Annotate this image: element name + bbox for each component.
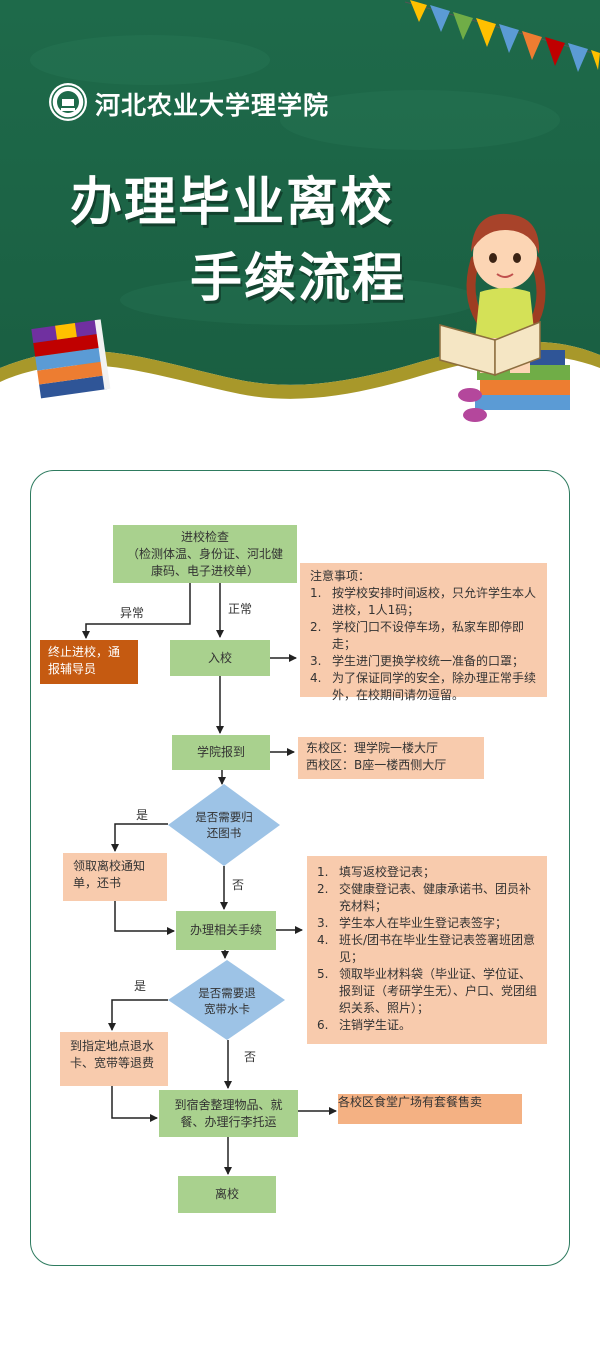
- list-item: 3.学生本人在毕业生登记表签字；: [317, 916, 508, 930]
- list-item: 4.为了保证同学的安全，除办理正常手续外，在校期间请勿逗留。: [310, 671, 537, 702]
- list-item: 1.按学校安排时间返校，只允许学生本人进校，1人1码；: [310, 586, 537, 617]
- entry-check-box: 进校检查 （检测体温、身份证、河北健康码、电子进校单）: [113, 525, 297, 583]
- yes-label-cards: 是: [134, 979, 147, 993]
- procedures-box: 办理相关手续: [176, 911, 276, 950]
- list-item: 6.注销学生证。: [317, 1018, 412, 1032]
- normal-label: 正常: [228, 602, 253, 616]
- enter-box: 入校: [170, 640, 270, 676]
- entry-check-detail: （检测体温、身份证、河北健康码、电子进校单）: [126, 546, 283, 578]
- list-item: 5.领取毕业材料袋（毕业证、学位证、报到证（考研学生无）、户口、党团组织关系、照…: [317, 967, 538, 1015]
- notes-box: 注意事项： 1.按学校安排时间返校，只允许学生本人进校，1人1码； 2.学校门口…: [300, 563, 547, 702]
- notes-list: 1.按学校安排时间返校，只允许学生本人进校，1人1码； 2.学校门口不设停车场，…: [310, 585, 537, 704]
- girl-reading-illustration: [439, 213, 570, 422]
- refund-box: 到指定地点退水卡、宽带等退费: [60, 1032, 168, 1086]
- no-label-books: 否: [232, 878, 245, 892]
- page-title-line1: 办理毕业离校: [70, 173, 395, 233]
- report-location-box: 东校区：理学院一楼大厅 西校区：B座一楼西侧大厅: [298, 737, 484, 779]
- decision-diamond-books: [168, 784, 280, 866]
- procedures-list-box: 1.填写返校登记表； 2.交健康登记表、健康承诺书、团员补充材料； 3.学生本人…: [307, 856, 547, 1044]
- west-campus-location: 西校区：B座一楼西侧大厅: [306, 758, 447, 772]
- canteen-box: 各校区食堂广场有套餐售卖: [338, 1094, 522, 1124]
- entry-check-title: 进校检查: [180, 529, 229, 544]
- report-box: 学院报到: [172, 735, 270, 770]
- list-item: 2.学校门口不设停车场，私家车即停即走；: [310, 620, 525, 651]
- notes-heading: 注意事项：: [310, 569, 371, 583]
- chalkboard-background: [0, 0, 600, 399]
- book-stack-illustration: [31, 319, 111, 399]
- stop-entry-box: 终止进校，通报辅导员: [40, 640, 138, 684]
- abnormal-label: 异常: [120, 606, 145, 620]
- page-title-line2: 手续流程: [190, 249, 407, 309]
- list-item: 3.学生进门更换学校统一准备的口罩；: [310, 654, 525, 668]
- get-notice-box: 领取离校通知单，还书: [63, 853, 167, 901]
- east-campus-location: 东校区：理学院一楼大厅: [306, 741, 439, 755]
- no-label-cards: 否: [244, 1050, 257, 1064]
- decision-books-text: 是否需要归还图书: [195, 810, 253, 840]
- school-name: 河北农业大学理学院: [95, 91, 330, 120]
- header-banner: 河北农业大学理学院 办理毕业离校 手续流程: [0, 0, 600, 422]
- procedures-list: 1.填写返校登记表； 2.交健康登记表、健康承诺书、团员补充材料； 3.学生本人…: [317, 864, 537, 1034]
- leave-box: 离校: [178, 1176, 276, 1213]
- yes-label-books: 是: [136, 808, 149, 822]
- decision-diamond-cards: [168, 960, 285, 1040]
- list-item: 1.填写返校登记表；: [317, 865, 436, 879]
- decision-cards-text: 是否需要退宽带水卡: [198, 986, 256, 1016]
- school-logo-icon: [49, 83, 87, 121]
- dorm-box: 到宿舍整理物品、就餐、办理行李托运: [159, 1090, 298, 1137]
- bunting-flags: [405, 0, 600, 72]
- list-item: 4.班长/团书在毕业生登记表签署班团意见；: [317, 933, 536, 964]
- list-item: 2.交健康登记表、健康承诺书、团员补充材料；: [317, 882, 532, 913]
